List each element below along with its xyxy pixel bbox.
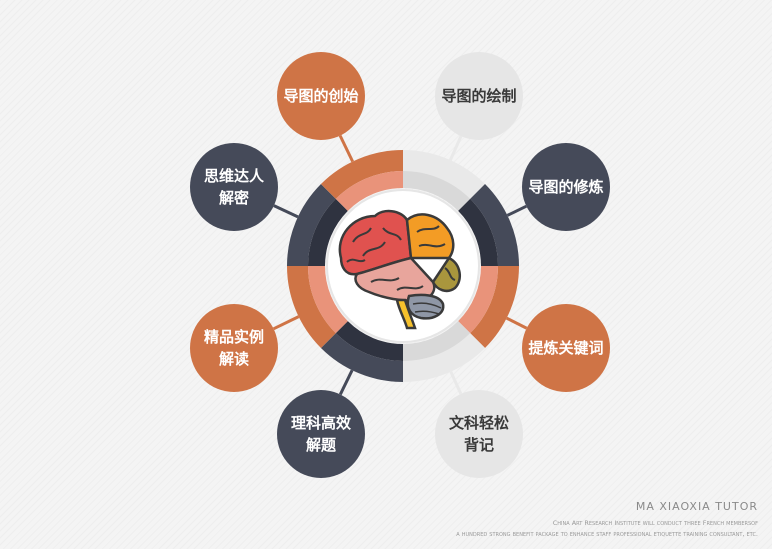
connector-lines <box>272 134 528 396</box>
ring-segment-outer-origin <box>320 150 403 199</box>
ring-segment-inner-liberal-arts <box>403 321 471 361</box>
topic-label-line-1: 提炼关键词 <box>528 339 604 357</box>
connector-origin <box>338 134 354 163</box>
topic-label-line-1: 导图的修炼 <box>528 178 604 196</box>
ring-segment-inner-origin <box>335 171 403 211</box>
ring-segment-outer-liberal-arts <box>403 333 486 382</box>
topic-label-line-1: 导图的绘制 <box>441 87 517 105</box>
topic-node-refine[interactable]: 导图的修炼 <box>522 143 610 231</box>
ring-segment-inner-refine <box>458 198 498 266</box>
topic-node-master[interactable]: 思维达人解密 <box>190 143 278 231</box>
connector-liberal-arts <box>449 371 463 395</box>
topic-label-line-2: 解读 <box>218 350 249 368</box>
footer-line-2: a hundred strong benefit package to enha… <box>456 530 758 538</box>
topic-node-examples[interactable]: 精品实例解读 <box>190 304 278 392</box>
topic-label-line-2: 解题 <box>305 436 336 454</box>
topic-label-line-1: 文科轻松 <box>448 414 509 432</box>
footer-title: MA XIAOXIA TUTOR <box>635 500 758 513</box>
topic-label-line-1: 导图的创始 <box>283 87 359 105</box>
ring-segment-inner-keywords <box>458 266 498 334</box>
ring-segment-outer-drawing <box>403 150 486 199</box>
connector-refine <box>506 204 528 217</box>
connector-examples <box>272 315 300 331</box>
footer-line-1: China Art Research Institute will conduc… <box>552 519 758 527</box>
topic-label-line-1: 理科高效 <box>290 414 351 432</box>
topic-label-line-1: 精品实例 <box>203 328 264 346</box>
outer-ring-segments <box>287 150 519 382</box>
ring-segment-inner-science <box>335 321 403 361</box>
topic-label-line-1: 思维达人 <box>203 167 264 185</box>
ring-segment-inner-drawing <box>403 171 471 211</box>
ring-segment-outer-science <box>320 333 403 382</box>
connector-master <box>273 204 299 219</box>
ring-segment-outer-keywords <box>470 266 519 349</box>
topic-node-drawing[interactable]: 导图的绘制 <box>435 52 523 140</box>
brain-icon <box>338 209 462 330</box>
ring-segment-inner-examples <box>308 266 348 334</box>
connector-science <box>338 369 354 396</box>
topic-label-line-2: 背记 <box>463 436 494 454</box>
ring-segment-outer-master <box>287 183 336 266</box>
connector-drawing <box>448 135 463 161</box>
connector-keywords <box>505 316 528 330</box>
ring-segment-outer-refine <box>470 183 519 266</box>
topic-label-line-2: 解密 <box>218 189 249 207</box>
ring-segment-outer-examples <box>287 266 336 349</box>
topic-node-origin[interactable]: 导图的创始 <box>277 52 365 140</box>
inner-ring-segments <box>308 171 498 361</box>
ring-segment-inner-master <box>308 198 348 266</box>
topic-node-liberal-arts[interactable]: 文科轻松背记 <box>435 390 523 478</box>
topic-node-keywords[interactable]: 提炼关键词 <box>522 304 610 392</box>
topic-node-science[interactable]: 理科高效解题 <box>277 390 365 478</box>
